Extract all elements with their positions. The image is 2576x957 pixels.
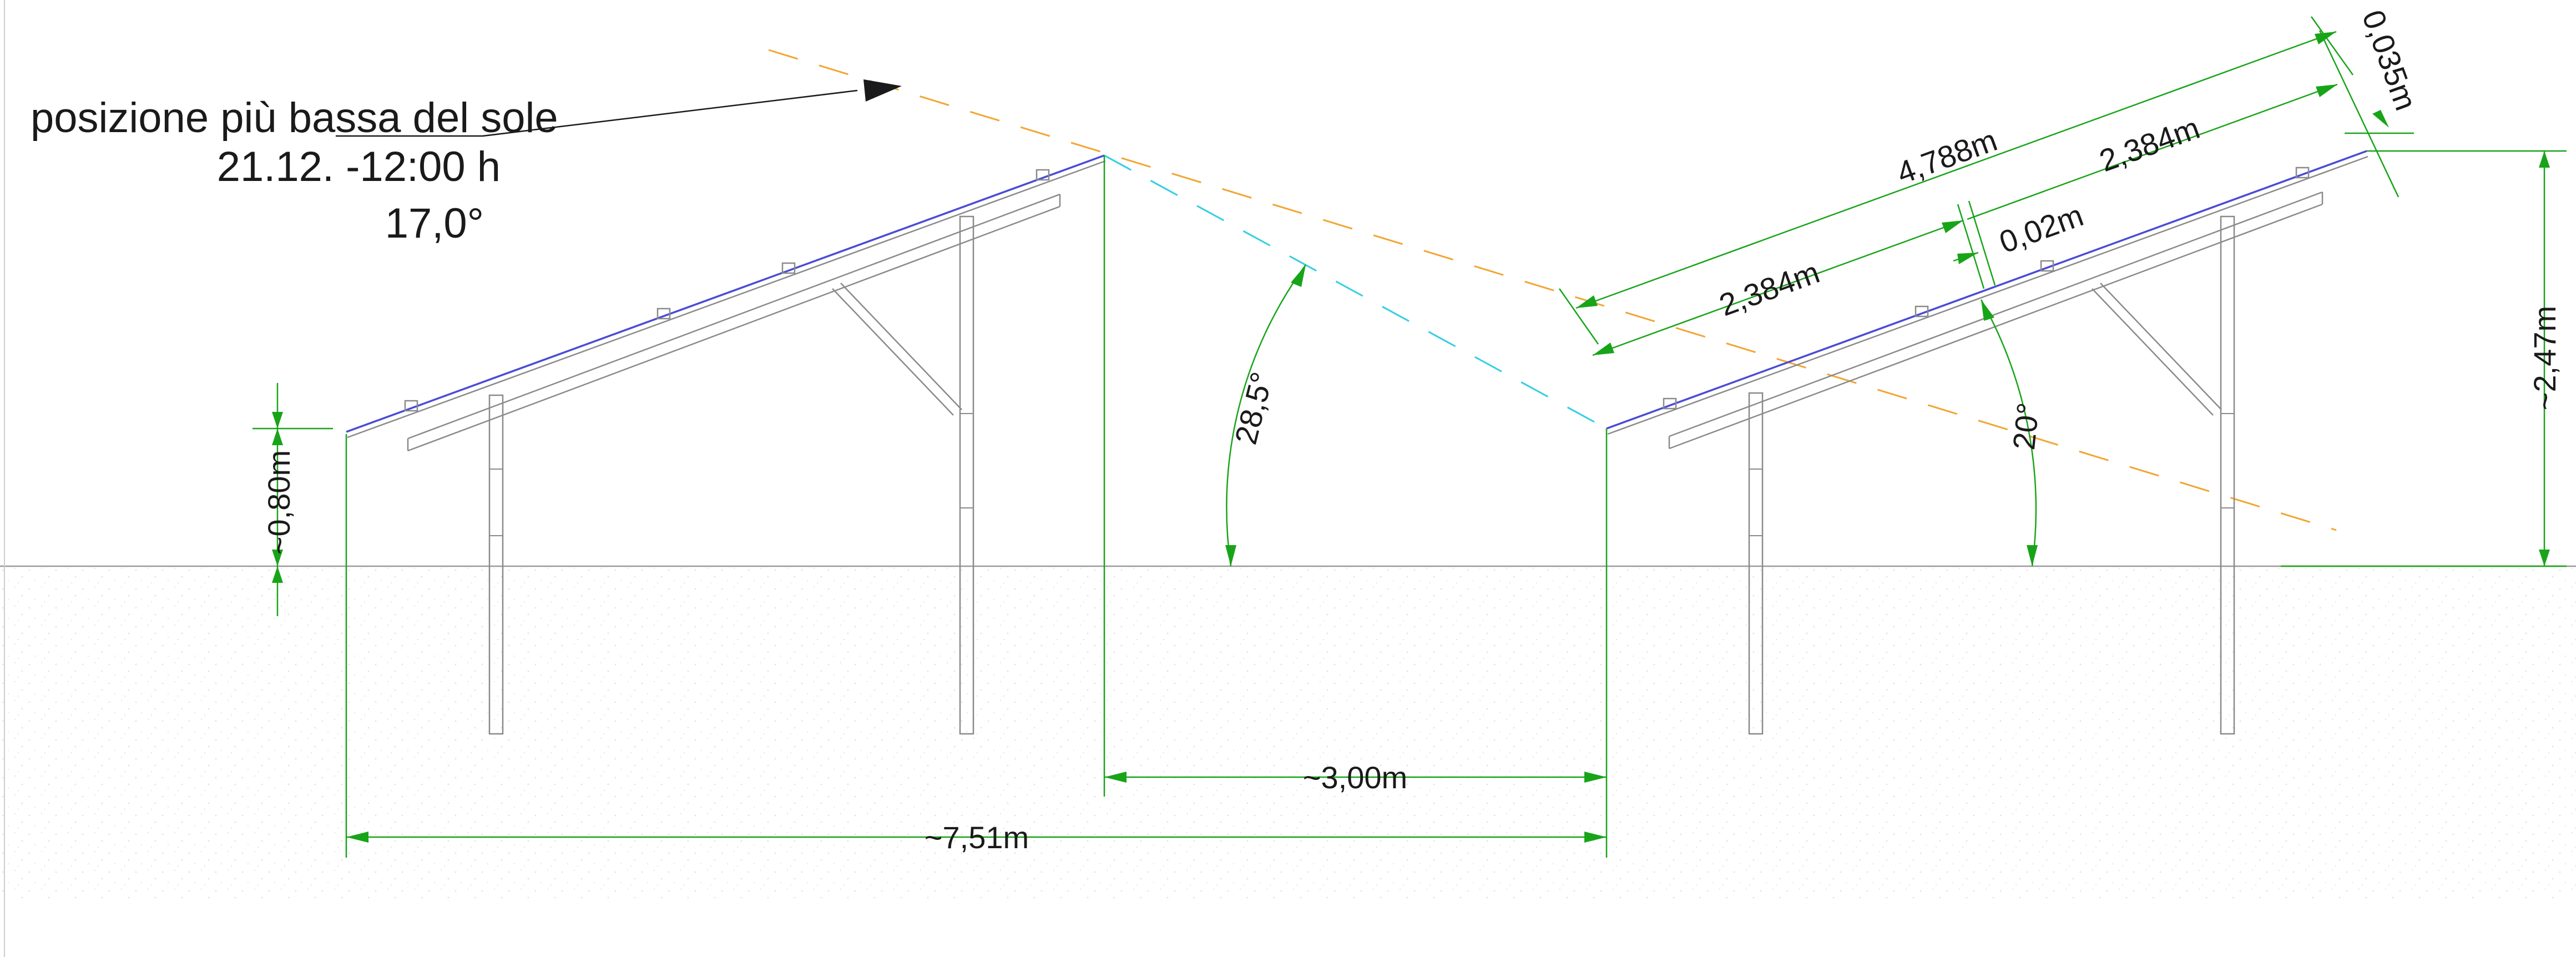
purlin-right: [1669, 191, 2323, 437]
dim-row-pitch: ~7,51m: [925, 820, 1029, 855]
panel-surface-right: [1606, 150, 2367, 430]
dim-table-length: 4,788m: [1892, 122, 2002, 190]
pv-table-left: [346, 154, 1106, 735]
dim-height-low: ~0,80m: [261, 450, 296, 555]
dim-row-gap: ~3,00m: [1303, 760, 1407, 795]
dimension-lines: [252, 16, 2567, 858]
dim-module-lower: 2,384m: [1715, 254, 1824, 323]
dim-height-high: ~2,47m: [2527, 306, 2562, 410]
dimension-arrowheads: [272, 32, 2550, 843]
dim-tilt-angle: 20°: [2006, 401, 2046, 452]
strut-left: [832, 288, 954, 416]
dim-shade-angle: 28,5°: [1228, 369, 1280, 448]
shade-projection-line: [1104, 154, 1607, 430]
sun-note-arrowhead: [863, 79, 902, 102]
purlin-left: [407, 193, 1060, 440]
sun-note-line3: 17,0°: [385, 200, 484, 247]
dim-module-thickness: 0,035m: [2356, 6, 2424, 115]
post-front-left: [488, 394, 504, 735]
sun-ray-line: [768, 49, 2337, 531]
ground-hatch: [0, 566, 2576, 899]
pv-table-right: [1606, 150, 2368, 735]
panel-surface-left: [346, 154, 1105, 433]
strut-right: [2092, 288, 2214, 416]
post-front-right: [1748, 392, 1764, 735]
dim-module-upper: 2,384m: [2095, 110, 2204, 178]
sun-note-line2: 21.12. -12:00 h: [217, 143, 501, 190]
sun-note-line1: posizione più bassa del sole: [31, 94, 558, 142]
dim-module-gap: 0,02m: [1994, 197, 2088, 259]
sun-note-leader: [336, 89, 858, 137]
